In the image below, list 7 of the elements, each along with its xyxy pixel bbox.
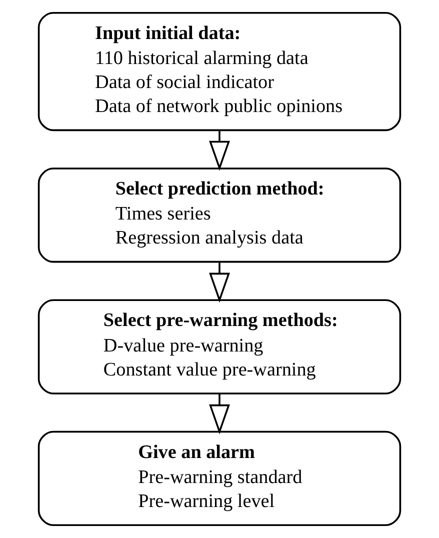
- node-box: Input initial data: 110 historical alarming data Data of social indicator Data of network public opinions: [38, 12, 402, 132]
- node-box: Give an alarm Pre-warning standard Pre-warning level: [38, 430, 402, 526]
- arrow: [209, 130, 230, 171]
- arrow: [209, 394, 230, 434]
- arrow: [209, 262, 230, 303]
- node-box: Select prediction method: Times series Regression analysis data: [38, 168, 402, 263]
- node-box: Select pre-warning methods: D-value pre-warning Constant value pre-warning: [38, 299, 402, 394]
